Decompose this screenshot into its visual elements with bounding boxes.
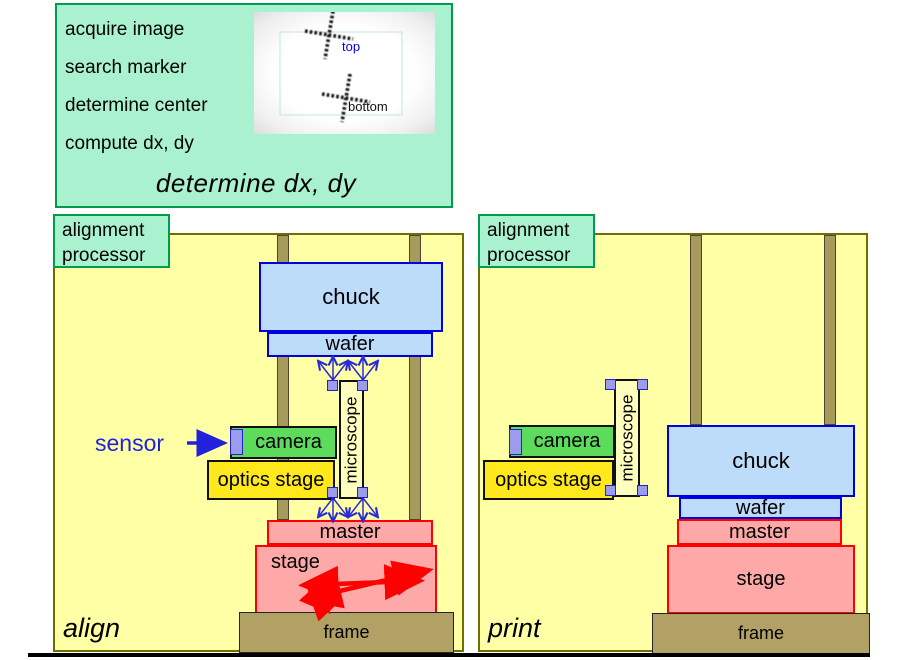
chuck-box: chuck: [667, 425, 855, 497]
master-label: master: [728, 520, 791, 543]
optics-stage-box: optics stage: [207, 460, 335, 500]
optics-stage-label: optics stage: [495, 468, 602, 491]
flow-step: determine center: [65, 95, 208, 116]
microscope-port: [637, 485, 648, 496]
align-diagram-panel: chuck wafer microscope camera optics sta…: [53, 233, 464, 653]
flow-step: compute dx, dy: [65, 133, 194, 154]
alignment-processor-line1: alignment: [62, 220, 145, 241]
camera-box: camera: [230, 426, 337, 459]
camera-marker-image: top bottom: [254, 12, 435, 134]
alignment-processor-line1: alignment: [487, 220, 570, 241]
master-label: master: [319, 521, 381, 543]
align-caption: align: [63, 613, 121, 643]
camera-box: camera: [509, 425, 615, 458]
master-box: master: [267, 520, 433, 545]
microscope-label: microscope: [341, 396, 361, 483]
microscope-box: microscope: [339, 380, 364, 499]
bottom-marker-label: bottom: [348, 99, 388, 114]
wafer-label: wafer: [325, 333, 375, 355]
microscope-port: [605, 485, 616, 496]
microscope-port: [357, 380, 368, 391]
microscope-port: [605, 379, 616, 390]
flow-step-list: acquire image search marker determine ce…: [65, 11, 255, 163]
stage-box: stage: [667, 545, 855, 614]
microscope-port: [637, 379, 648, 390]
frame-box: frame: [239, 612, 454, 653]
chuck-label: chuck: [732, 448, 790, 473]
alignment-flow-box: acquire image search marker determine ce…: [55, 3, 453, 208]
chuck-box: chuck: [259, 262, 443, 332]
camera-label: camera: [255, 431, 322, 453]
sensor-chip: [230, 429, 243, 455]
sensor-callout-label: sensor: [95, 430, 165, 456]
bottom-marker-cross: [321, 73, 371, 123]
alignment-processor-line2: processor: [487, 245, 571, 266]
camera-label: camera: [533, 430, 601, 452]
microscope-port: [357, 487, 368, 498]
print-diagram-panel: chuck wafer master stage frame microscop…: [478, 233, 870, 654]
wafer-box: wafer: [679, 497, 842, 519]
light-rays-up: [319, 358, 377, 381]
master-box: master: [677, 519, 842, 545]
frame-label: frame: [323, 622, 370, 642]
flow-step: search marker: [65, 57, 187, 78]
optics-stage-label: optics stage: [217, 468, 325, 491]
alignment-processor-line2: processor: [62, 245, 146, 266]
alignment-processor-tag: alignment processor: [53, 214, 170, 268]
microscope-port: [327, 487, 338, 498]
microscope-box: microscope: [614, 379, 640, 497]
stage-label: stage: [736, 568, 786, 590]
marker-crosses-graphic: [279, 12, 403, 123]
alignment-processor-tag: alignment processor: [478, 214, 595, 268]
light-rays-down: [319, 497, 377, 520]
frame-post: [690, 235, 702, 425]
microscope-port: [327, 380, 338, 391]
print-caption: print: [488, 613, 541, 643]
top-marker-label: top: [342, 39, 361, 54]
stage-label: stage: [271, 551, 320, 573]
chuck-label: chuck: [322, 284, 380, 309]
microscope-label: microscope: [617, 394, 637, 482]
wafer-box: wafer: [267, 332, 433, 357]
frame-post: [824, 235, 836, 425]
flow-step: acquire image: [65, 19, 185, 40]
optics-stage-box: optics stage: [483, 460, 614, 500]
frame-label: frame: [737, 623, 784, 643]
frame-box: frame: [652, 613, 870, 654]
sensor-chip: [509, 429, 522, 455]
top-marker-cross: [304, 12, 354, 60]
stage-box: stage: [255, 545, 437, 614]
wafer-label: wafer: [736, 496, 785, 519]
bottom-border-line: [28, 653, 870, 657]
flow-result-text: determine dx, dy: [155, 168, 357, 198]
